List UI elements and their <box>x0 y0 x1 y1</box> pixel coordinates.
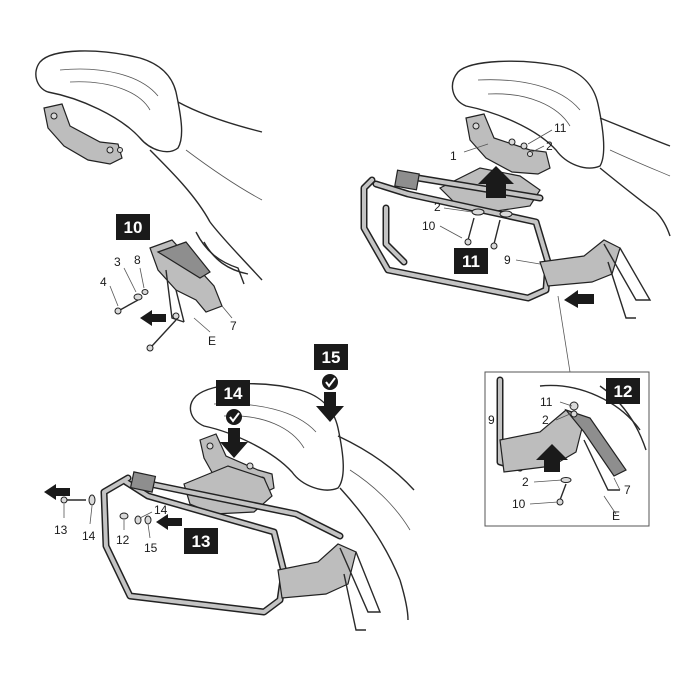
check-icon-15 <box>322 374 338 390</box>
seat-bottom <box>189 383 344 491</box>
step-badge-15 <box>314 344 348 370</box>
label-10-7: 7 <box>230 319 237 333</box>
panel-step-10: 10 3 8 4 E 7 <box>35 50 263 352</box>
seat-top-right <box>451 60 605 169</box>
rear-bracket-top-left <box>43 103 123 165</box>
label-12-10: 10 <box>512 497 526 511</box>
step-number-12: 12 <box>614 382 633 401</box>
step-number-14: 14 <box>224 384 243 403</box>
label-13-14-left: 14 <box>82 529 96 543</box>
label-10-E: E <box>208 334 216 348</box>
label-10-3: 3 <box>114 255 121 269</box>
upper-bracket-11 <box>465 113 551 175</box>
label-11-9: 9 <box>504 253 511 267</box>
rear-plate-bottom <box>277 543 357 599</box>
label-12-2-top: 2 <box>542 413 549 427</box>
step-number-10: 10 <box>124 218 143 237</box>
push-arrow-13-left <box>44 484 70 500</box>
push-down-arrow-15 <box>316 392 344 422</box>
label-11-10: 10 <box>422 219 436 233</box>
push-arrow-11 <box>564 290 594 308</box>
label-13-14-top: 14 <box>154 503 168 517</box>
label-12-E: E <box>612 509 620 523</box>
label-11-11: 11 <box>554 121 567 135</box>
label-10-4: 4 <box>100 275 107 289</box>
panel-step-11: 11 11 1 2 2 10 9 <box>360 60 671 319</box>
label-11-1: 1 <box>450 149 457 163</box>
detail-callout-line <box>557 295 571 373</box>
label-10-8: 8 <box>134 253 141 267</box>
lift-arrow-11 <box>478 166 514 198</box>
check-icon-14 <box>226 409 242 425</box>
panel-step-13-15: 14 15 13 14 13 14 12 15 <box>44 344 415 631</box>
step-badge-12 <box>606 378 640 404</box>
label-13-12: 12 <box>116 533 130 547</box>
step-badge-10 <box>116 214 150 240</box>
step-badge-14 <box>216 380 250 406</box>
label-12-2-bottom: 2 <box>522 475 529 489</box>
push-down-arrow-14 <box>220 428 248 458</box>
label-11-2-top: 2 <box>546 139 553 153</box>
step-number-15: 15 <box>322 348 341 367</box>
panel-step-12: 12 11 9 2 2 10 7 E <box>484 371 650 527</box>
label-12-11: 11 <box>540 395 553 409</box>
step-badge-13 <box>184 528 218 554</box>
step-number-11: 11 <box>462 252 480 271</box>
label-13-13: 13 <box>54 523 68 537</box>
lift-arrow-12 <box>536 444 568 472</box>
rear-plate-9 <box>539 239 621 287</box>
plate-E-detail <box>564 408 627 477</box>
push-arrow-13-right <box>156 514 182 530</box>
label-11-2-bottom: 2 <box>434 200 441 214</box>
label-12-9: 9 <box>488 413 495 427</box>
seat-top-left <box>35 50 183 153</box>
push-arrow-10 <box>140 310 166 326</box>
step-badge-11 <box>454 248 488 274</box>
label-12-7: 7 <box>624 483 631 497</box>
step-number-13: 13 <box>192 532 211 551</box>
label-13-15: 15 <box>144 541 158 555</box>
